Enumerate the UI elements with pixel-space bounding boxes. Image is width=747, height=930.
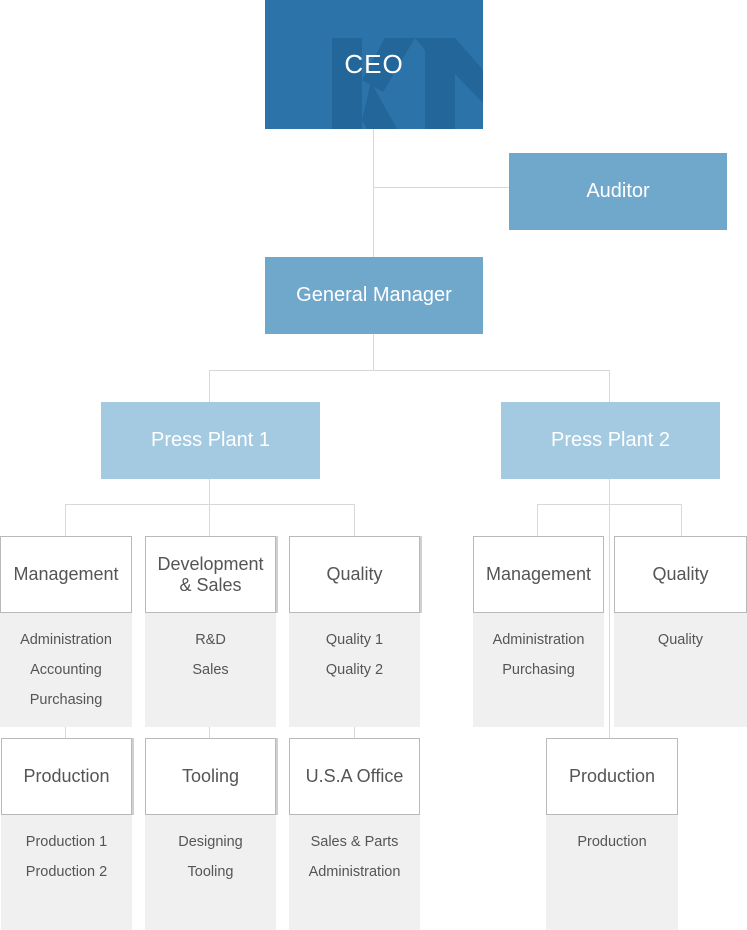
press-plant-2-box: Press Plant 2 (501, 402, 720, 479)
kr-logo-watermark-icon (332, 38, 483, 129)
list-item: Administration (20, 632, 112, 648)
p2-management-header: Management (473, 536, 604, 613)
auditor-box: Auditor (509, 153, 727, 230)
list-item: Sales (192, 662, 229, 678)
p1-management-header: Management (0, 536, 132, 613)
p1-usa-office-items: Sales & Parts Administration (289, 815, 420, 930)
dept-title: Quality (326, 564, 383, 584)
dept-title: Management (485, 564, 592, 584)
p1-quality-items: Quality 1 Quality 2 (289, 613, 420, 727)
p1-quality-header: Quality (289, 536, 420, 613)
dept-title: U.S.A Office (305, 766, 404, 786)
p2-production-items: Production (546, 815, 678, 930)
connector-plant1-up (209, 370, 210, 402)
connector-p1-quality (354, 504, 355, 537)
list-item: Designing (178, 834, 243, 850)
list-item: Administration (308, 864, 401, 880)
list-item: Sales & Parts (310, 834, 399, 850)
p1-devsales-header: Development & Sales (145, 536, 276, 613)
connector-gm-down (373, 334, 374, 371)
press-plant-1-box: Press Plant 1 (101, 402, 320, 479)
list-item: Production 1 (25, 834, 108, 850)
connector-plants-bar (209, 370, 610, 371)
dept-title: Management (13, 564, 119, 584)
dept-title: Quality (652, 564, 709, 584)
list-item: Purchasing (29, 692, 103, 708)
p1-production-header: Production (1, 738, 132, 815)
press-plant-2-label: Press Plant 2 (551, 429, 670, 451)
p2-management-items: Administration Purchasing (473, 613, 604, 727)
press-plant-1-label: Press Plant 1 (151, 429, 270, 451)
p1-production-items: Production 1 Production 2 (1, 815, 132, 930)
connector-ceo-gm (373, 129, 374, 257)
list-item: Tooling (187, 864, 234, 880)
connector-plant1-bar (65, 504, 355, 505)
p1-devsales-items: R&D Sales (145, 613, 276, 727)
list-item: Administration (492, 632, 585, 648)
dept-title: Tooling (181, 766, 240, 786)
list-item: Purchasing (502, 662, 575, 678)
connector-p1-devsales (209, 504, 210, 537)
connector-plant2-down (609, 479, 610, 739)
ceo-label: CEO (344, 49, 404, 79)
connector-plant2-bar (537, 504, 682, 505)
dept-title: Production (23, 766, 110, 786)
general-manager-label: General Manager (296, 284, 452, 306)
p1-management-items: Administration Accounting Purchasing (0, 613, 132, 727)
p2-quality-header: Quality (614, 536, 747, 613)
p1-usa-office-header: U.S.A Office (289, 738, 420, 815)
list-item: Quality 2 (325, 662, 384, 678)
connector-auditor (373, 187, 509, 188)
connector-p2-management (537, 504, 538, 537)
list-item: Production 2 (25, 864, 108, 880)
general-manager-box: General Manager (265, 257, 483, 334)
connector-p1-management (65, 504, 66, 537)
connector-p2-quality (681, 504, 682, 537)
ceo-box: CEO (265, 0, 483, 129)
list-item: Quality (657, 632, 704, 648)
list-item: Quality 1 (325, 632, 384, 648)
connector-plant2-up (609, 370, 610, 402)
list-item: Accounting (30, 662, 102, 678)
connector-plant1-down (209, 479, 210, 505)
p2-production-header: Production (546, 738, 678, 815)
connector-p1-col1-lower (65, 727, 66, 739)
dept-title-line-2: & Sales (179, 574, 242, 595)
p1-tooling-header: Tooling (145, 738, 276, 815)
list-item: R&D (195, 632, 226, 648)
dept-title: Production (568, 766, 656, 786)
list-item: Production (577, 834, 647, 850)
connector-p1-col3-lower (354, 727, 355, 739)
dept-title-line-1: Development (157, 553, 264, 574)
auditor-label: Auditor (586, 180, 650, 202)
p2-quality-items: Quality (614, 613, 747, 727)
connector-p1-col2-lower (209, 727, 210, 739)
p1-tooling-items: Designing Tooling (145, 815, 276, 930)
